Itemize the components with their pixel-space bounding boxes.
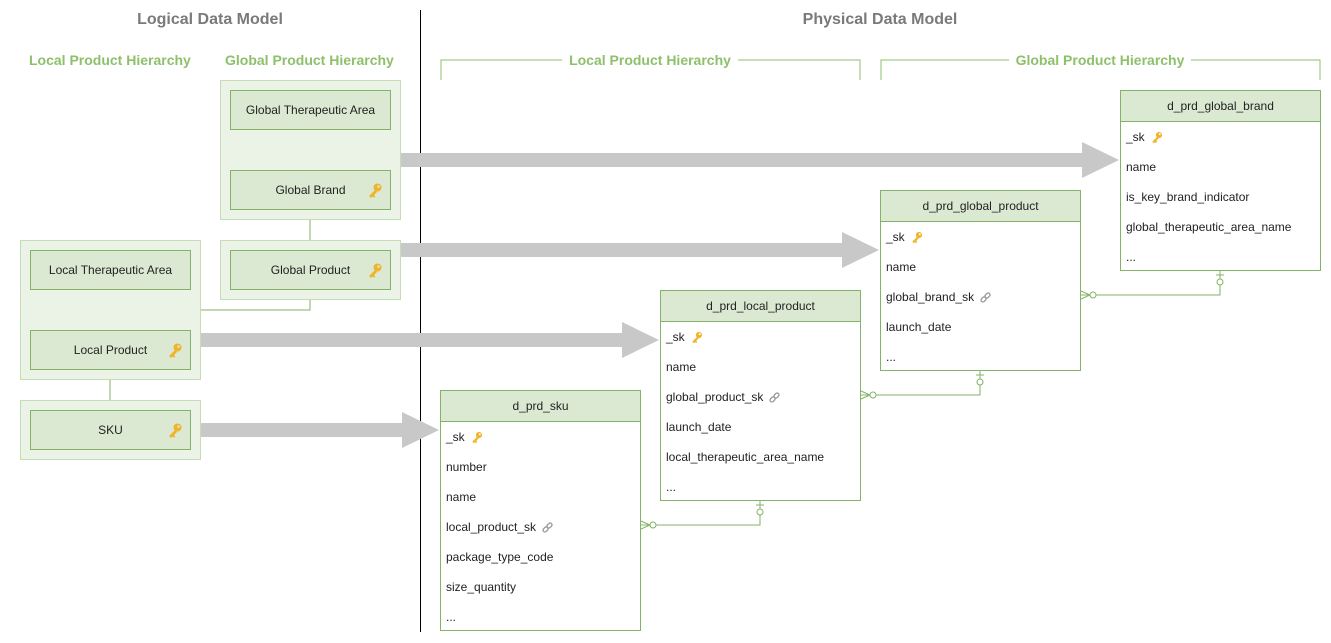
table-row[interactable]: global_product_sk [661,382,860,412]
column-name: global_therapeutic_area_name [1126,220,1292,234]
physical-global-bracket [880,59,1321,80]
column-name: size_quantity [446,580,517,594]
physical-global-hierarchy-label: Global Product Hierarchy [1009,52,1191,68]
entity-label: Local Product [73,343,148,357]
table-row[interactable]: is_key_brand_indicator [1121,182,1320,212]
table-row[interactable]: ... [881,342,1080,372]
column-name: _sk [446,430,465,444]
column-name: name [886,260,917,274]
column-name: number [446,460,487,474]
column-name: ... [886,350,897,364]
column-name: local_product_sk [446,520,537,534]
column-name: ... [446,610,457,624]
table-row[interactable]: ... [1121,242,1320,272]
entity-label: Global Therapeutic Area [245,103,376,117]
physical-local-bracket [440,59,861,80]
physical-model-heading: Physical Data Model [802,11,958,28]
logical-local-hierarchy-label: Local Product Hierarchy [29,52,191,68]
table-header: d_prd_sku [441,391,640,422]
column-name: global_brand_sk [886,290,975,304]
table-row[interactable]: _sk [441,422,640,452]
table-row[interactable]: size_quantity [441,572,640,602]
column-name: _sk [1126,130,1145,144]
table-row[interactable]: local_product_sk [441,512,640,542]
table-header: d_prd_global_brand [1121,91,1320,122]
table-d-prd-global-brand[interactable]: d_prd_global_brand _sk name is_key_brand… [1120,90,1321,271]
key-icon [912,231,922,244]
entity-label: Global Product [270,263,351,277]
key-icon [472,431,482,444]
table-row[interactable]: name [661,352,860,382]
column-name: ... [666,480,677,494]
table-row[interactable]: ... [441,602,640,632]
entity-global-therapeutic-area[interactable]: Global Therapeutic Area [230,90,391,130]
key-icon [369,263,382,278]
key-icon [169,423,182,438]
column-name: _sk [886,230,905,244]
entity-label: Global Brand [275,183,346,197]
mapping-arrow-sku [201,412,439,448]
table-row[interactable]: name [1121,152,1320,182]
column-name: name [666,360,697,374]
mapping-arrow-global-brand [401,142,1119,178]
link-icon [542,521,553,533]
table-row[interactable]: number [441,452,640,482]
column-name: package_type_code [446,550,554,564]
key-icon [1152,131,1162,144]
column-name: launch_date [666,420,732,434]
table-row[interactable]: global_brand_sk [881,282,1080,312]
column-name: global_product_sk [666,390,764,404]
link-icon [769,391,781,403]
table-row[interactable]: launch_date [661,412,860,442]
table-row[interactable]: local_therapeutic_area_name [661,442,860,472]
mapping-arrow-global-product [401,232,879,268]
link-icon [980,291,991,303]
entity-sku[interactable]: SKU [30,410,191,450]
key-icon [692,331,702,344]
entity-label: Local Therapeutic Area [48,263,173,277]
entity-global-brand[interactable]: Global Brand [230,170,391,210]
entity-global-product[interactable]: Global Product [230,250,391,290]
table-row[interactable]: ... [661,472,860,502]
mapping-arrow-local-product [201,322,659,358]
table-d-prd-global-product[interactable]: d_prd_global_product _sk name global_bra… [880,190,1081,371]
logical-global-hierarchy-label: Global Product Hierarchy [225,52,394,68]
table-header: d_prd_local_product [661,291,860,322]
entity-local-therapeutic-area[interactable]: Local Therapeutic Area [30,250,191,290]
physical-local-hierarchy-label: Local Product Hierarchy [562,52,738,68]
table-row[interactable]: global_therapeutic_area_name [1121,212,1320,242]
table-row[interactable]: name [881,252,1080,282]
physical-relationship-lines [640,270,1224,530]
table-row[interactable]: launch_date [881,312,1080,342]
column-name: _sk [666,330,685,344]
column-name: local_therapeutic_area_name [666,450,825,464]
entity-label: SKU [98,423,123,437]
key-icon [169,343,182,358]
column-name: name [446,490,477,504]
table-row[interactable]: _sk [881,222,1080,252]
column-name: launch_date [886,320,952,334]
column-name: name [1126,160,1157,174]
entity-local-product[interactable]: Local Product [30,330,191,370]
table-header: d_prd_global_product [881,191,1080,222]
table-row[interactable]: name [441,482,640,512]
logical-model-heading: Logical Data Model [137,11,283,28]
key-icon [369,183,382,198]
table-row[interactable]: _sk [1121,122,1320,152]
table-row[interactable]: package_type_code [441,542,640,572]
table-row[interactable]: _sk [661,322,860,352]
column-name: ... [1126,250,1137,264]
table-d-prd-local-product[interactable]: d_prd_local_product _sk name global_prod… [660,290,861,501]
column-name: is_key_brand_indicator [1126,190,1250,204]
table-d-prd-sku[interactable]: d_prd_sku _sk number name local_product_… [440,390,641,631]
